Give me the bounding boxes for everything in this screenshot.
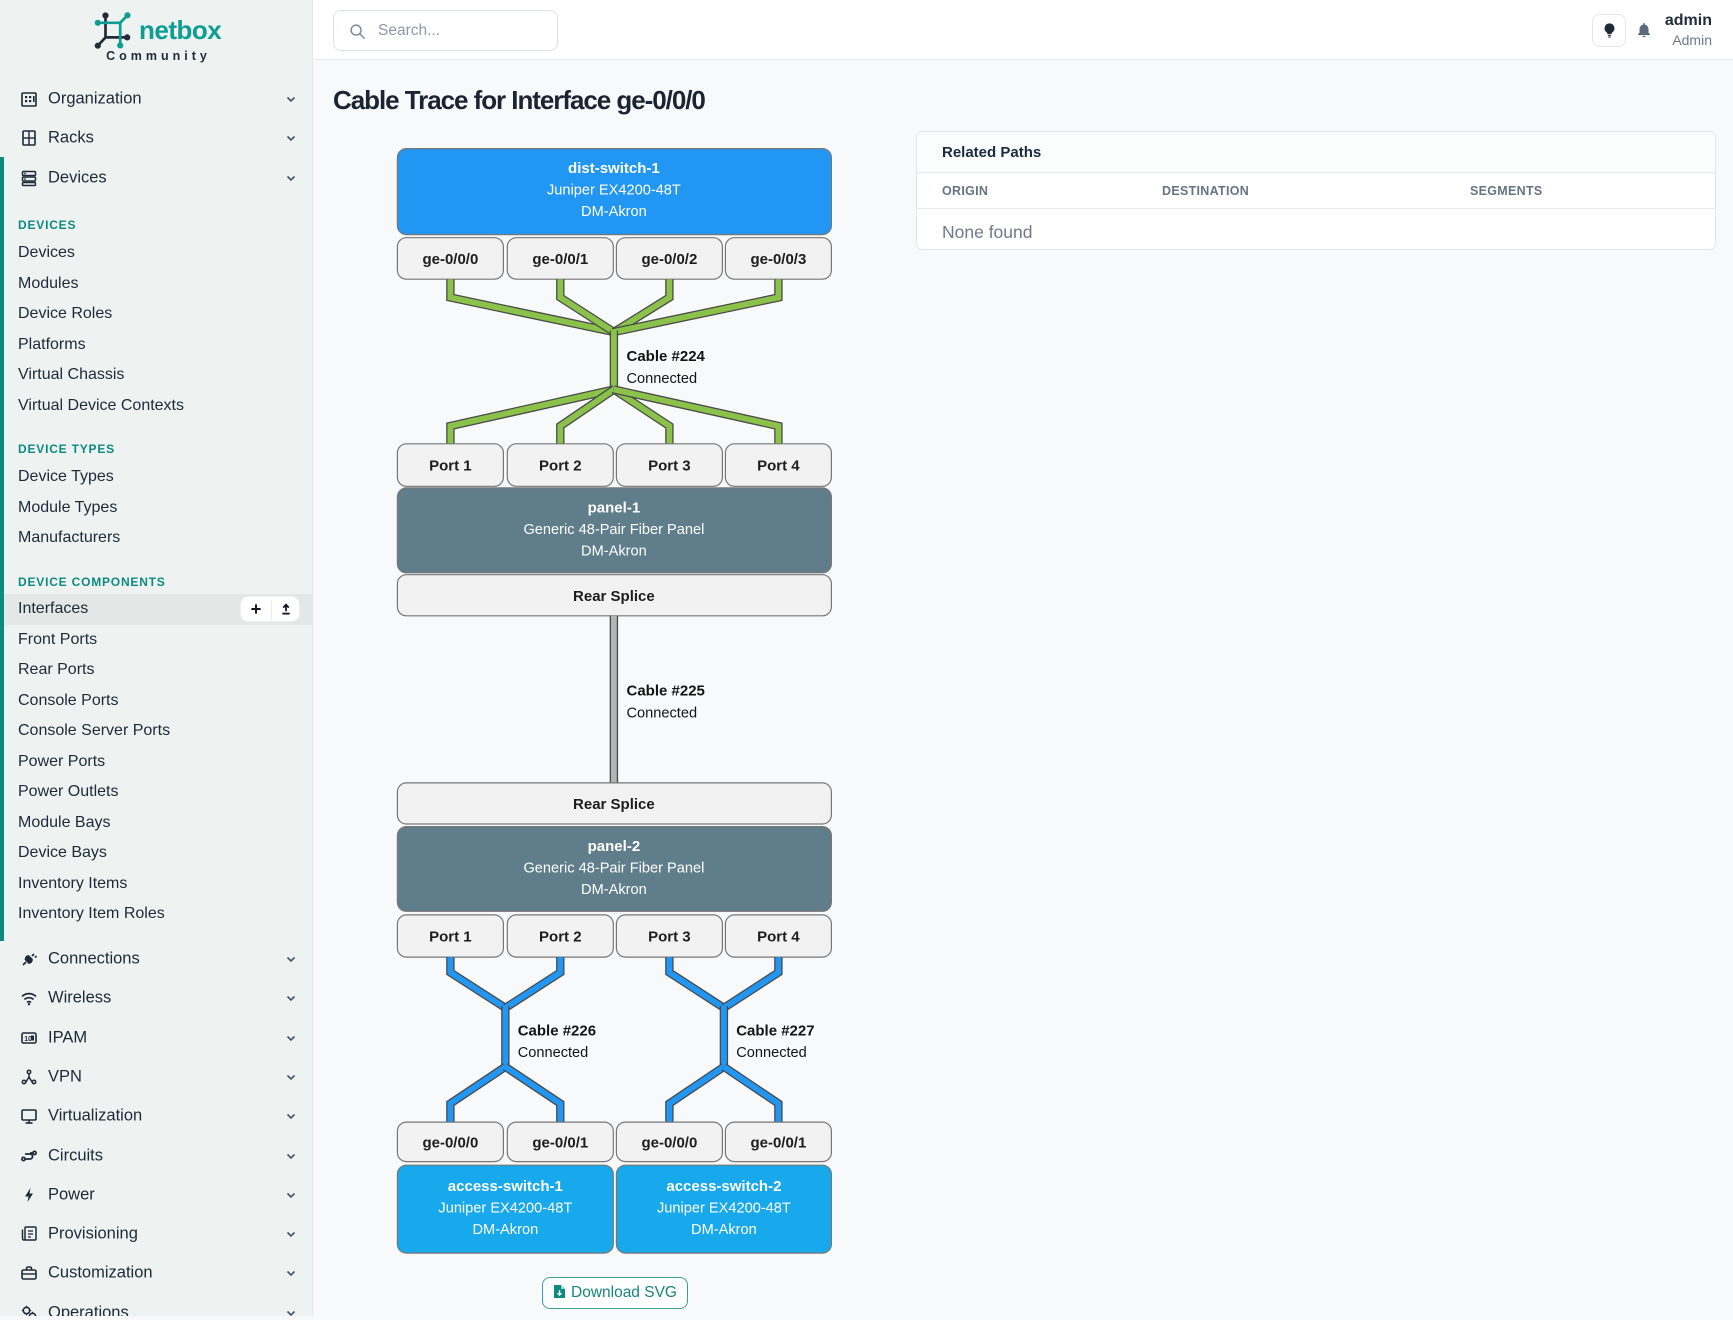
svg-text:10: 10 [24, 1035, 32, 1042]
svg-text:Port 3: Port 3 [648, 928, 691, 945]
svg-text:DM-Akron: DM-Akron [581, 543, 647, 559]
svg-text:DM-Akron: DM-Akron [691, 1222, 757, 1238]
svg-text:DM-Akron: DM-Akron [473, 1222, 539, 1238]
svg-text:Connected: Connected [627, 371, 698, 387]
svg-text:DM-Akron: DM-Akron [581, 882, 647, 898]
svg-text:Port 4: Port 4 [757, 928, 800, 945]
svg-text:panel-2: panel-2 [588, 838, 641, 855]
svg-text:Cable #227: Cable #227 [736, 1023, 814, 1040]
svg-text:panel-1: panel-1 [588, 499, 641, 516]
svg-text:ge-0/0/2: ge-0/0/2 [641, 251, 697, 268]
svg-text:Connected: Connected [627, 706, 698, 722]
svg-text:Rear Splice: Rear Splice [573, 796, 655, 813]
svg-text:Port 1: Port 1 [429, 458, 472, 475]
svg-text:access-switch-1: access-switch-1 [448, 1178, 563, 1195]
svg-text:ge-0/0/1: ge-0/0/1 [750, 1134, 806, 1151]
svg-text:Port 3: Port 3 [648, 458, 691, 475]
svg-text:ge-0/0/0: ge-0/0/0 [422, 1134, 478, 1151]
svg-text:Juniper EX4200-48T: Juniper EX4200-48T [547, 183, 681, 199]
svg-text:Juniper EX4200-48T: Juniper EX4200-48T [657, 1201, 791, 1217]
svg-text:Cable #225: Cable #225 [627, 683, 705, 700]
svg-text:Port 2: Port 2 [539, 458, 582, 475]
svg-text:Juniper EX4200-48T: Juniper EX4200-48T [438, 1201, 572, 1217]
svg-text:Generic 48-Pair Fiber Panel: Generic 48-Pair Fiber Panel [523, 522, 704, 538]
svg-text:Connected: Connected [518, 1045, 589, 1061]
svg-text:Cable #226: Cable #226 [518, 1023, 596, 1040]
svg-text:Generic 48-Pair Fiber Panel: Generic 48-Pair Fiber Panel [523, 860, 704, 876]
svg-text:Rear Splice: Rear Splice [573, 588, 655, 605]
svg-text:netbox: netbox [139, 15, 222, 45]
svg-text:DM-Akron: DM-Akron [581, 204, 647, 220]
svg-text:ge-0/0/1: ge-0/0/1 [532, 1134, 588, 1151]
svg-text:Port 2: Port 2 [539, 928, 582, 945]
svg-text:Cable #224: Cable #224 [627, 348, 706, 365]
svg-text:ge-0/0/3: ge-0/0/3 [750, 251, 806, 268]
svg-text:Port 1: Port 1 [429, 928, 472, 945]
svg-text:Port 4: Port 4 [757, 458, 800, 475]
svg-text:access-switch-2: access-switch-2 [666, 1178, 781, 1195]
svg-text:Connected: Connected [736, 1045, 807, 1061]
svg-text:ge-0/0/1: ge-0/0/1 [532, 251, 588, 268]
svg-text:dist-switch-1: dist-switch-1 [568, 160, 660, 177]
svg-text:ge-0/0/0: ge-0/0/0 [422, 251, 478, 268]
svg-text:ge-0/0/0: ge-0/0/0 [641, 1134, 697, 1151]
